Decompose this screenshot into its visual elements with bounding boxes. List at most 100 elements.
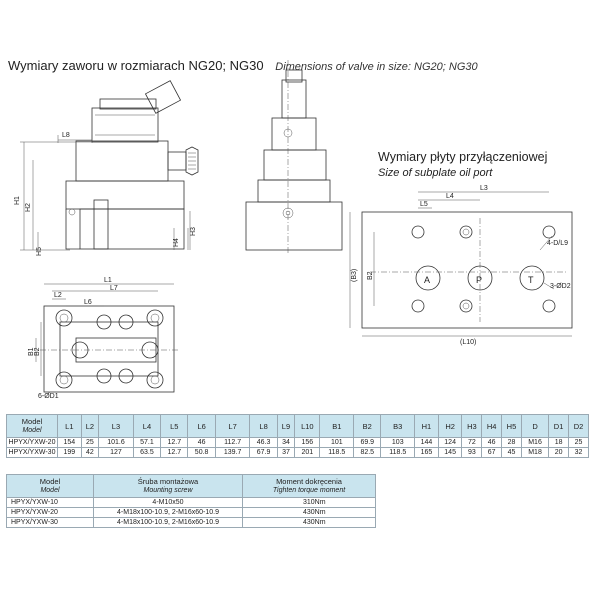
table-row: HPYX/YXW-30 199 42 127 63.5 12.7 50.8 13… [6, 447, 589, 458]
torque-table: Model Model Śruba montażowa Mounting scr… [6, 474, 376, 528]
torque-header-screw: Śruba montażowa Mounting screw [93, 474, 243, 498]
front-view: H1 H2 H5 L8 [14, 80, 199, 256]
header-col: H2 [437, 414, 463, 438]
torque-header-model: Model Model [6, 474, 94, 498]
table-cell: M18 [520, 447, 550, 458]
dim-H5: H5 [36, 247, 43, 256]
title-polish: Wymiary zaworu w rozmiarach NG20; NG30 [8, 58, 264, 73]
table-cell: 46.3 [249, 437, 278, 448]
table-cell: 25 [568, 437, 589, 448]
table-cell: M16 [520, 437, 550, 448]
table-cell: 32 [568, 447, 589, 458]
header-col: L2 [80, 414, 100, 438]
header-col: L4 [132, 414, 162, 438]
table-cell: 46 [481, 437, 503, 448]
header-col: L7 [214, 414, 251, 438]
dim-D-L9: 4-D/L9 [547, 240, 568, 247]
port-A-label: A [424, 275, 430, 285]
subplate-view: A P T L3 L4 L5 (L10) (B3) B2 4-D/L9 3-ØD… [349, 185, 573, 346]
table-cell: 103 [380, 437, 416, 448]
table-cell: 72 [461, 437, 483, 448]
table-cell: 42 [80, 447, 100, 458]
dimension-table-header: Model Model L1 L2 L3 L4 L5 L6 L7 L8 L9 L… [6, 414, 589, 438]
table-cell: 12.7 [160, 437, 189, 448]
torque-value: 430Nm [242, 507, 376, 518]
table-cell: 46 [187, 437, 216, 448]
torque-table-header: Model Model Śruba montażowa Mounting scr… [6, 474, 376, 498]
table-cell: 20 [548, 447, 569, 458]
table-row: HPYX/YXW-20 4-M18x100-10.9, 2-M16x60-10.… [6, 507, 376, 518]
subplate-title: Wymiary płyty przyłączeniowej Size of su… [378, 149, 547, 181]
torque-header-moment: Moment dokręcenia Tighten torque moment [242, 474, 376, 498]
header-col: B3 [380, 414, 416, 438]
table-cell: 156 [294, 437, 321, 448]
dim-B2-subplate: B2 [367, 271, 374, 280]
row-model: HPYX/YXW-20 [6, 437, 58, 448]
torque-model: HPYX/YXW-30 [6, 517, 94, 528]
dim-D1: 6-ØD1 [38, 393, 59, 400]
header-col: D [520, 414, 550, 438]
table-cell: 118.5 [319, 447, 355, 458]
dim-L5: L5 [420, 201, 428, 208]
page-title: Wymiary zaworu w rozmiarach NG20; NG30 D… [8, 58, 478, 73]
dim-H4: H4 [173, 238, 180, 247]
dim-L3: L3 [480, 185, 488, 192]
table-cell: 37 [276, 447, 296, 458]
header-col: L6 [187, 414, 216, 438]
dim-L7: L7 [110, 285, 118, 292]
table-cell: 139.7 [214, 447, 251, 458]
torque-screw: 4-M18x100-10.9, 2-M16x60-10.9 [93, 507, 243, 518]
side-view: H4 H3 [173, 60, 343, 255]
dim-H1: H1 [14, 196, 21, 205]
table-cell: 57.1 [132, 437, 162, 448]
header-col: D1 [548, 414, 569, 438]
torque-screw: 4-M18x100-10.9, 2-M16x60-10.9 [93, 517, 243, 528]
dim-H2: H2 [25, 203, 32, 212]
dim-H3: H3 [190, 227, 197, 236]
header-col: B1 [319, 414, 355, 438]
table-row: HPYX/YXW-20 154 25 101.6 57.1 12.7 46 11… [6, 437, 589, 448]
header-col: B2 [353, 414, 382, 438]
table-cell: 28 [501, 437, 522, 448]
table-cell: 145 [437, 447, 463, 458]
table-cell: 45 [501, 447, 522, 458]
table-cell: 67 [481, 447, 503, 458]
header-col: L9 [276, 414, 296, 438]
row-model: HPYX/YXW-30 [6, 447, 58, 458]
table-cell: 112.7 [214, 437, 251, 448]
dim-L8: L8 [62, 132, 70, 139]
dim-L1: L1 [104, 277, 112, 284]
dim-B2: B2 [34, 347, 41, 356]
table-cell: 67.9 [249, 447, 278, 458]
table-cell: 127 [98, 447, 134, 458]
table-cell: 124 [437, 437, 463, 448]
torque-screw: 4-M10x50 [93, 497, 243, 508]
dim-L2: L2 [54, 292, 62, 299]
table-cell: 34 [276, 437, 296, 448]
table-cell: 144 [414, 437, 439, 448]
dimension-table: Model Model L1 L2 L3 L4 L5 L6 L7 L8 L9 L… [6, 414, 589, 458]
header-col: D2 [568, 414, 589, 438]
dim-L10: (L10) [460, 339, 476, 346]
dim-L6: L6 [84, 299, 92, 306]
header-col: L8 [249, 414, 278, 438]
table-cell: 63.5 [132, 447, 162, 458]
subplate-title-english: Size of subplate oil port [378, 167, 493, 179]
header-col: H3 [461, 414, 483, 438]
table-cell: 101 [319, 437, 355, 448]
dim-L4: L4 [446, 193, 454, 200]
table-row: HPYX/YXW-10 4-M10x50 310Nm [6, 497, 376, 508]
header-col: H5 [501, 414, 522, 438]
table-cell: 50.8 [187, 447, 216, 458]
table-cell: 201 [294, 447, 321, 458]
table-cell: 25 [80, 437, 100, 448]
table-cell: 18 [548, 437, 569, 448]
subplate-title-polish: Wymiary płyty przyłączeniowej [378, 150, 548, 164]
table-cell: 12.7 [160, 447, 189, 458]
table-cell: 69.9 [353, 437, 382, 448]
header-col: H4 [481, 414, 503, 438]
header-model: Model Model [6, 414, 58, 438]
table-cell: 154 [57, 437, 82, 448]
header-col: L1 [57, 414, 82, 438]
header-col: L3 [98, 414, 134, 438]
